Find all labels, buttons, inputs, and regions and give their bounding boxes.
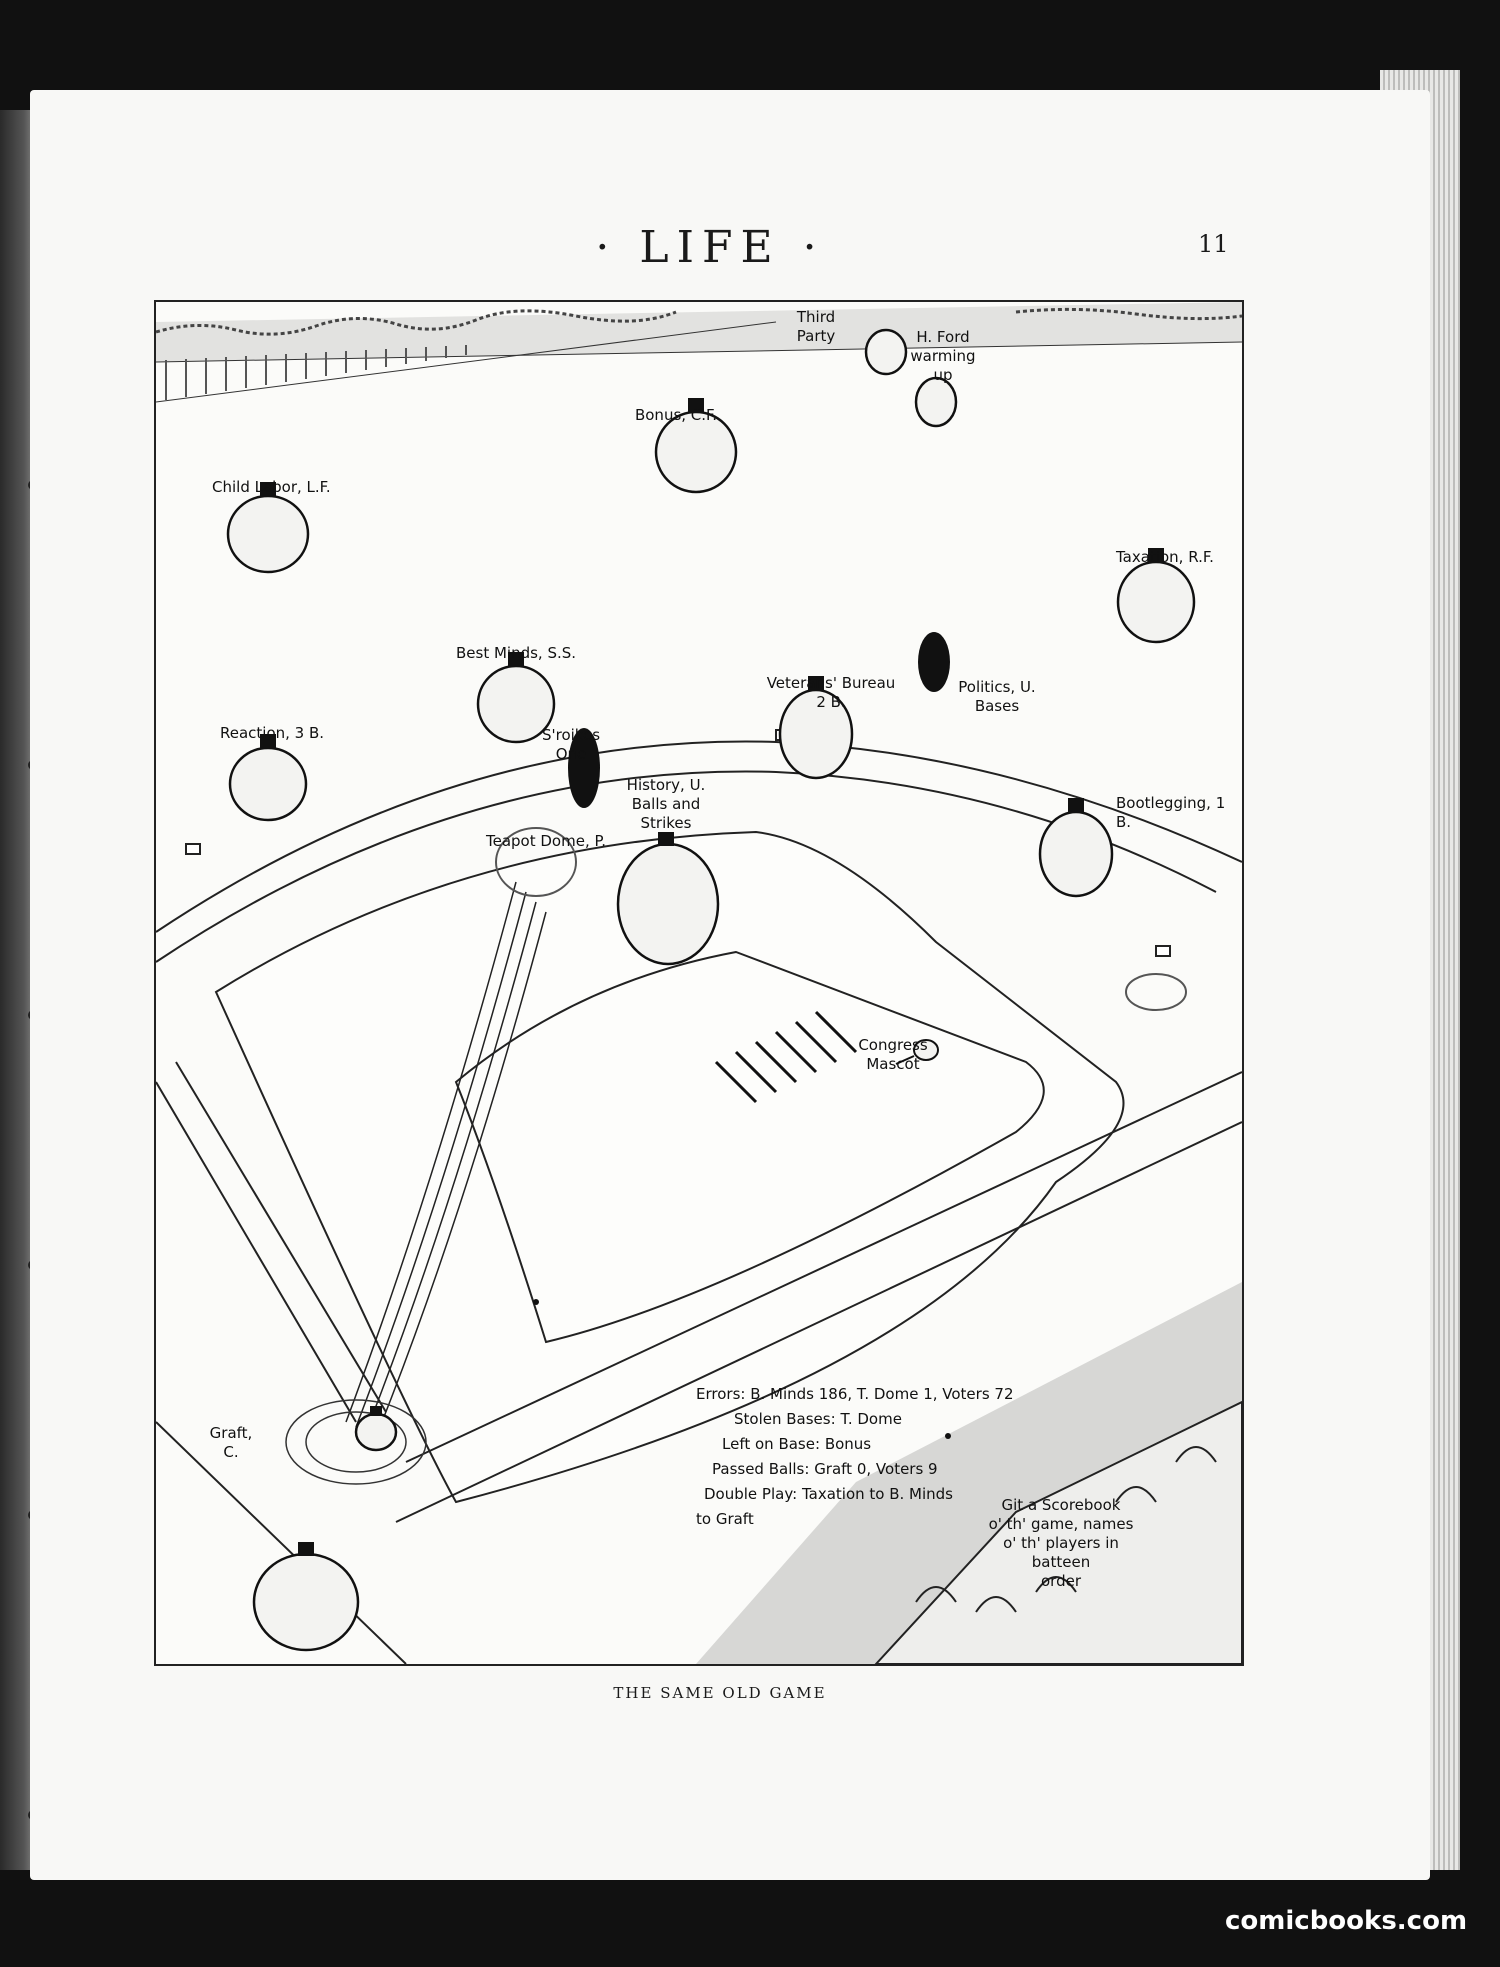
- stat-value: Graft 0, Voters 9: [814, 1460, 938, 1478]
- stat-label: Left on Base:: [722, 1435, 821, 1453]
- stat-row: Left on Base: Bonus: [696, 1432, 1066, 1457]
- watermark: comicbooks.com: [1225, 1906, 1468, 1936]
- stat-row: to Graft: [696, 1507, 1066, 1532]
- stat-value: B. Minds 186, T. Dome 1, Voters 72: [750, 1385, 1014, 1403]
- label-h-ford: H. Ford warming up: [910, 328, 976, 384]
- page-number: 11: [1198, 230, 1229, 258]
- masthead: · LIFE ·: [595, 222, 825, 273]
- cartoon-panel: Third Party H. Ford warming up Bonus, C.…: [154, 300, 1244, 1666]
- label-politics: Politics, U. Bases: [958, 678, 1036, 715]
- label-best-minds: Best Minds, S.S.: [456, 644, 577, 662]
- label-child-labor: Child Labor, L.F.: [212, 478, 331, 496]
- stat-row: Double Play: Taxation to B. Minds: [696, 1482, 1066, 1507]
- stat-value: Taxation to B. Minds: [801, 1485, 954, 1503]
- label-bonus: Bonus, C.F.: [634, 406, 718, 424]
- label-scorebook: Git a Scorebook o' th' game, names o' th…: [988, 1496, 1134, 1590]
- baseball-field-illustration: [156, 302, 1242, 1664]
- label-congress: Congress Mascot: [858, 1036, 928, 1073]
- label-taxation: Taxation, R.F.: [1116, 548, 1214, 566]
- stat-label: Errors:: [696, 1385, 746, 1403]
- stat-label: Stolen Bases:: [734, 1410, 836, 1428]
- stat-label: Passed Balls:: [712, 1460, 810, 1478]
- label-history: History, U. Balls and Strikes: [626, 776, 706, 832]
- label-bootlegging: Bootlegging, 1 B.: [1116, 794, 1226, 831]
- stat-row: Passed Balls: Graft 0, Voters 9: [696, 1457, 1066, 1482]
- stat-label: Double Play:: [704, 1485, 798, 1503]
- label-veterans-bureau: Veterans' Bureau 2 B.: [766, 674, 896, 711]
- label-sroikes: S'roikes One: [541, 726, 601, 763]
- label-reaction: Reaction, 3 B.: [220, 724, 325, 742]
- cartoon-caption: THE SAME OLD GAME: [613, 1684, 827, 1702]
- stat-value: to Graft: [696, 1510, 754, 1528]
- label-third-party: Third Party: [796, 308, 836, 345]
- stat-value: T. Dome: [840, 1410, 902, 1428]
- stat-row: Errors: B. Minds 186, T. Dome 1, Voters …: [696, 1382, 1066, 1407]
- box-score: Errors: B. Minds 186, T. Dome 1, Voters …: [696, 1382, 1066, 1532]
- stat-value: Bonus: [824, 1435, 872, 1453]
- label-teapot-dome: Teapot Dome, P.: [486, 832, 606, 850]
- label-graft: Graft, C.: [209, 1424, 253, 1461]
- stat-row: Stolen Bases: T. Dome: [696, 1407, 1066, 1432]
